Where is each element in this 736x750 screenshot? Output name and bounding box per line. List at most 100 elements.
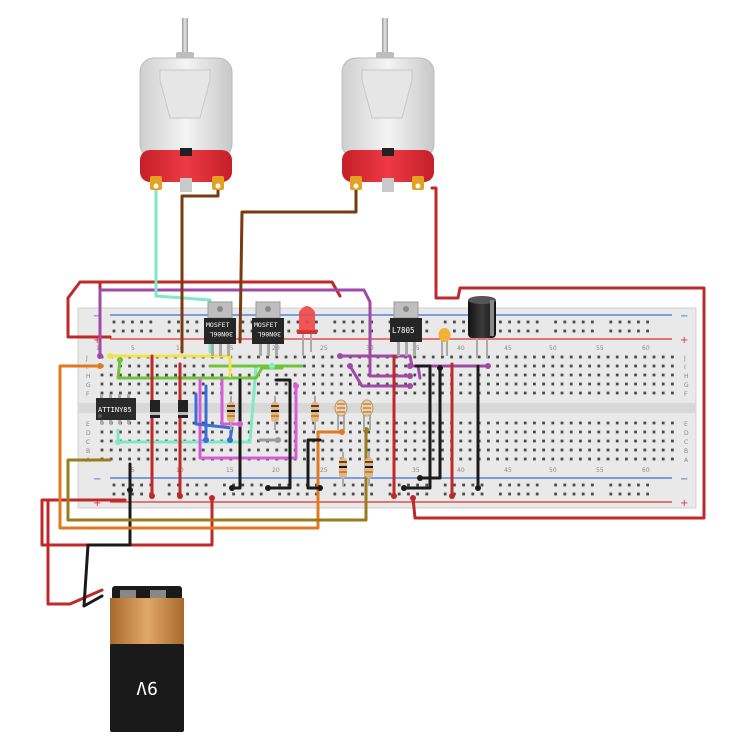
breadboard-hole (395, 382, 398, 386)
breadboard-hole (569, 382, 573, 386)
breadboard-hole (349, 373, 352, 377)
breadboard-hole (459, 391, 463, 395)
row-letter: B (684, 448, 688, 455)
breadboard-hole (100, 373, 104, 377)
breadboard-hole (330, 421, 334, 425)
breadboard-hole (266, 382, 269, 386)
breadboard-hole (652, 439, 656, 443)
breadboard-hole (569, 364, 573, 368)
breadboard-hole (211, 391, 214, 395)
breadboard-hole (459, 355, 463, 359)
breadboard-hole (588, 448, 591, 452)
breadboard-hole (572, 329, 576, 333)
battery-label-band (110, 598, 184, 646)
breadboard-hole (155, 448, 159, 452)
breadboard-hole (646, 320, 649, 324)
breadboard-hole (312, 448, 315, 452)
breadboard-hole (186, 492, 189, 496)
breadboard-hole (186, 483, 189, 487)
breadboard-hole (652, 391, 656, 395)
breadboard-hole (339, 439, 343, 443)
breadboard-hole (167, 320, 171, 324)
breadboard-hole (321, 355, 325, 359)
column-number: 5 (131, 345, 135, 352)
column-number: 55 (596, 345, 604, 352)
breadboard-hole (376, 391, 380, 395)
capacitor-body (468, 298, 496, 338)
breadboard-hole (351, 483, 355, 487)
breadboard-hole (462, 483, 465, 487)
breadboard-hole (526, 483, 530, 487)
breadboard-hole (627, 483, 631, 487)
breadboard-hole (579, 391, 582, 395)
breadboard-hole (376, 430, 380, 434)
breadboard-hole (652, 355, 656, 359)
breadboard-hole (165, 448, 168, 452)
breadboard-hole (407, 483, 410, 487)
breadboard-hole (146, 421, 150, 425)
row-letter: D (86, 430, 91, 437)
breadboard-hole (121, 483, 125, 487)
purple-wire (338, 354, 490, 368)
breadboard-hole (499, 492, 502, 496)
breadboard-hole (533, 382, 536, 386)
breadboard-hole (376, 448, 380, 452)
breadboard-hole (533, 391, 536, 395)
breadboard-hole (637, 320, 640, 324)
breadboard-hole (247, 382, 251, 386)
breadboard-hole (533, 448, 536, 452)
breadboard-hole (551, 430, 555, 434)
breadboard-hole (109, 373, 113, 377)
breadboard-hole (652, 373, 656, 377)
breadboard-hole (404, 457, 407, 461)
breadboard-hole (407, 492, 410, 496)
breadboard-hole (671, 421, 674, 425)
motor-left (139, 18, 233, 192)
breadboard-hole (505, 373, 509, 377)
breadboard-hole (505, 457, 509, 461)
breadboard-hole (100, 430, 104, 434)
breadboard-hole (480, 483, 484, 487)
breadboard-hole (487, 448, 490, 452)
breadboard-hole (517, 329, 521, 333)
breadboard-hole (385, 382, 389, 386)
breadboard-hole (211, 373, 214, 377)
breadboard-hole (468, 430, 472, 434)
column-number: 60 (642, 467, 650, 474)
magenta-wire (220, 378, 242, 426)
breadboard-hole (572, 483, 576, 487)
breadboard-hole (615, 421, 619, 425)
breadboard-hole (523, 430, 527, 434)
breadboard-hole (671, 391, 674, 395)
breadboard-hole (140, 329, 143, 333)
breadboard-hole (542, 364, 545, 368)
breadboard-hole (330, 373, 334, 377)
column-number: 35 (412, 467, 420, 474)
breadboard-hole (358, 457, 361, 461)
breadboard-hole (431, 382, 435, 386)
breadboard-hole (284, 448, 288, 452)
breadboard-hole (551, 373, 555, 377)
photoresistor (334, 399, 348, 430)
breadboard-hole (351, 329, 355, 333)
breadboard-hole (376, 457, 380, 461)
breadboard-hole (425, 492, 429, 496)
breadboard-hole (321, 448, 325, 452)
resistor (365, 452, 373, 486)
row-letter: F (86, 391, 90, 398)
breadboard-hole (220, 448, 223, 452)
black-wire (402, 364, 432, 490)
breadboard-hole (505, 430, 509, 434)
breadboard-hole (177, 320, 180, 324)
breadboard-hole (643, 430, 647, 434)
breadboard-hole (615, 430, 619, 434)
breadboard-hole (554, 329, 557, 333)
rail-minus-label: − (93, 311, 101, 322)
breadboard-hole (333, 329, 337, 333)
breadboard-hole (119, 430, 122, 434)
breadboard-hole (671, 364, 674, 368)
breadboard-hole (606, 382, 610, 386)
breadboard-hole (487, 373, 490, 377)
breadboard-hole (591, 492, 594, 496)
